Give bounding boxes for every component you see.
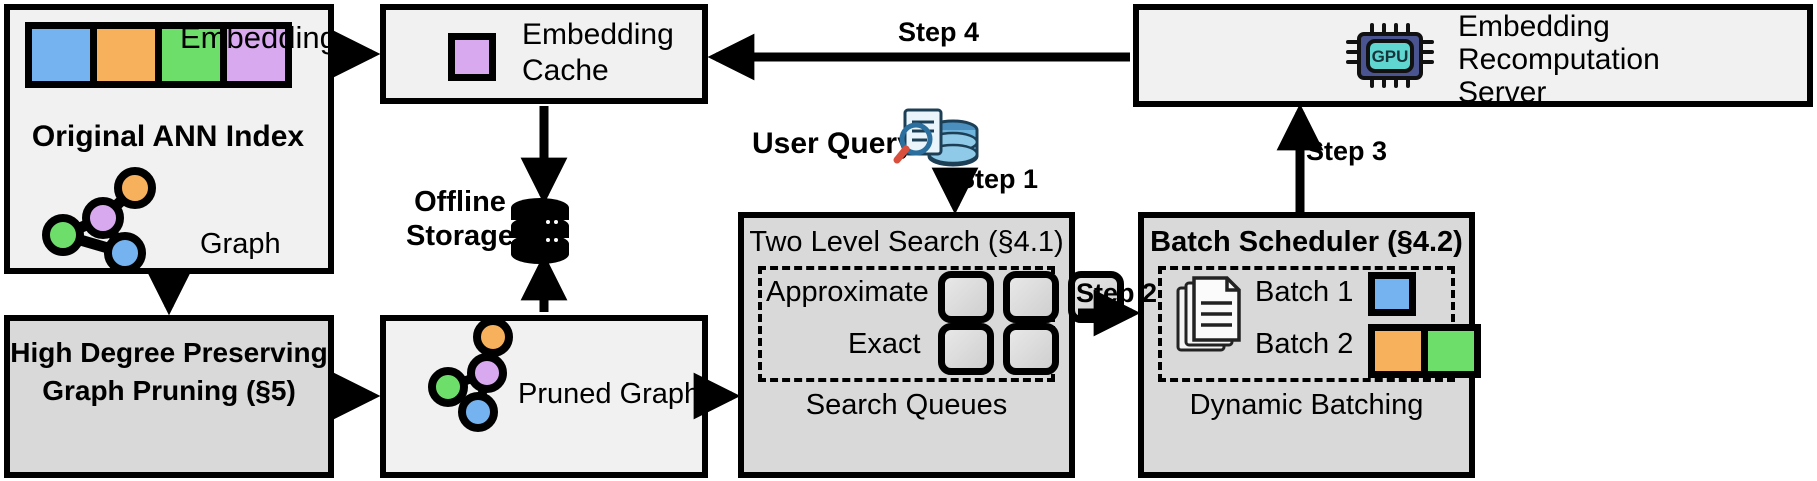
step-2-label: Step 2 <box>1076 278 1158 308</box>
recomputation-server-title-line3: Server <box>1458 76 1547 109</box>
high-degree-pruning-title-line2: Graph Pruning (§5) <box>42 375 296 406</box>
search-queue-exact[interactable] <box>938 323 1059 375</box>
search-queues-caption: Search Queues <box>805 389 1008 421</box>
batch-2-item-green <box>1428 331 1474 371</box>
search-queues-dashed-region <box>758 266 1055 382</box>
queue-slot[interactable] <box>1003 271 1059 323</box>
two-level-search-title: Two Level Search (§4.1) <box>749 226 1064 258</box>
queue-slot[interactable] <box>1003 323 1059 375</box>
step-1-label: Step 1 <box>957 164 1039 194</box>
batch-2-item-orange <box>1375 331 1428 371</box>
search-row-label-exact: Exact <box>848 328 921 360</box>
original-ann-index-title: Original ANN Index <box>31 120 305 153</box>
embedding-cell-green <box>162 29 227 81</box>
pruned-graph-label: Pruned Graph <box>518 378 701 410</box>
embedding-cache-box[interactable] <box>380 4 708 104</box>
step-4-label: Step 4 <box>898 17 980 47</box>
offline-storage-label-line1: Offline <box>414 186 506 218</box>
high-degree-pruning-title-line1: High Degree Preserving <box>10 337 328 368</box>
recomputation-server-title-line2: Recomputation <box>1458 43 1660 76</box>
embedding-cache-title-line2: Cache <box>522 54 609 87</box>
queue-slot[interactable] <box>938 271 994 323</box>
offline-storage-label-line2: Storage <box>406 220 514 252</box>
graph-label: Graph <box>200 228 281 260</box>
batch-1-item-blue <box>1368 272 1416 316</box>
batch-2-items <box>1368 324 1481 378</box>
embedding-swatch-row <box>25 22 292 88</box>
embedding-label: Embedding <box>180 20 337 55</box>
search-row-label-approximate: Approximate <box>766 276 929 308</box>
queue-slot[interactable] <box>938 323 994 375</box>
embedding-recomputation-server-box[interactable] <box>1133 4 1813 107</box>
high-degree-pruning-box[interactable] <box>4 315 334 478</box>
batch-label-1: Batch 1 <box>1255 276 1354 308</box>
batch-label-2: Batch 2 <box>1255 328 1354 360</box>
recomputation-server-title-line1: Embedding <box>1458 10 1610 43</box>
embedding-cell-purple <box>227 29 285 81</box>
embedding-cache-title-line1: Embedding <box>522 18 674 51</box>
step-3-label: Step 3 <box>1306 136 1388 166</box>
user-query-label: User Query <box>752 127 914 160</box>
batch-scheduler-title: Batch Scheduler (§4.2) <box>1150 226 1463 258</box>
embedding-cell-orange <box>97 29 162 81</box>
dynamic-batching-caption: Dynamic Batching <box>1189 389 1424 421</box>
embedding-cell-blue <box>32 29 97 81</box>
embedding-cache-swatch-icon <box>448 33 496 81</box>
